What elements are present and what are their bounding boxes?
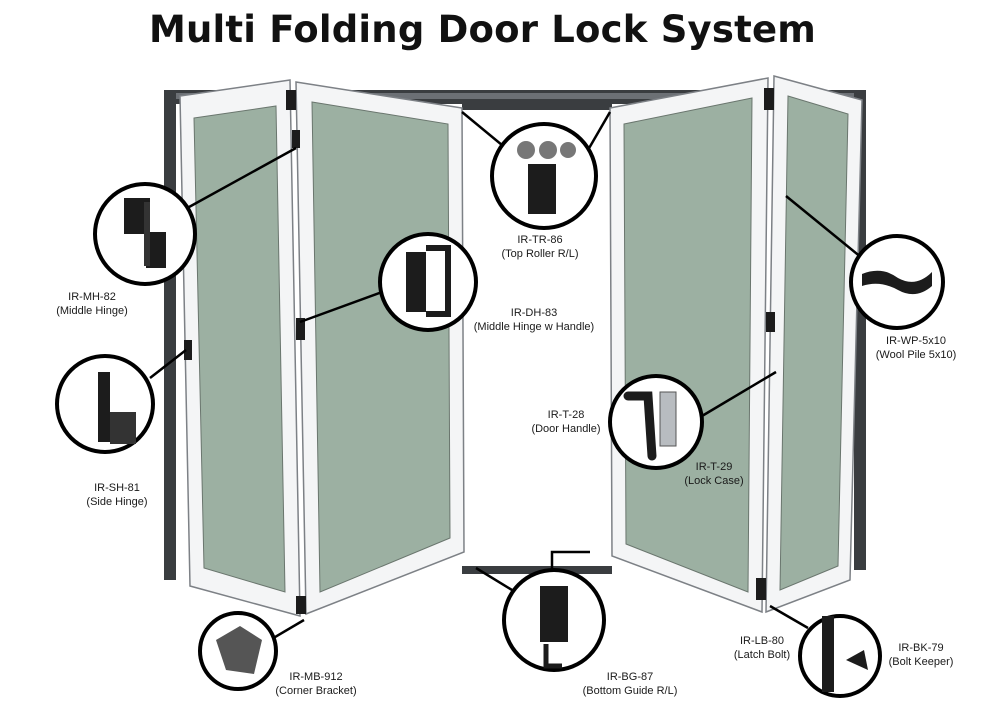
callout-corner-bracket <box>198 611 278 691</box>
label-side-hinge: IR-SH-81(Side Hinge) <box>86 482 148 508</box>
callout-leader-lines <box>149 111 863 642</box>
label-wool-pile: IR-WP-5x10(Wool Pile 5x10) <box>875 335 957 361</box>
label-bolt-keeper: IR-BK-79(Bolt Keeper) <box>888 642 954 668</box>
callout-door-handle-lock <box>608 374 704 470</box>
callout-latch-bolt-keeper <box>798 614 882 698</box>
label-door-handle: IR-T-28(Door Handle) <box>531 409 601 435</box>
callout-wool-pile <box>849 234 945 330</box>
diagram-title: Multi Folding Door Lock System <box>148 8 817 51</box>
door-hinges <box>184 88 775 614</box>
label-bottom-guide: IR-BG-87(Bottom Guide R/L) <box>582 671 678 697</box>
door-panel-4 <box>765 75 863 614</box>
callout-middle-hinge-handle <box>378 232 478 332</box>
label-top-roller: IR-TR-86(Top Roller R/L) <box>501 234 579 260</box>
callout-top-roller <box>490 122 598 230</box>
callout-middle-hinge <box>93 182 197 286</box>
door-panel-1 <box>179 79 301 617</box>
label-corner-bracket: IR-MB-912(Corner Bracket) <box>275 671 357 697</box>
door-panel-3 <box>609 77 769 614</box>
callout-bottom-guide <box>502 568 606 672</box>
callout-side-hinge <box>55 354 155 454</box>
label-middle-hinge-handle: IR-DH-83(Middle Hinge w Handle) <box>473 307 595 333</box>
label-middle-hinge: IR-MH-82(Middle Hinge) <box>56 291 128 317</box>
label-lock-case: IR-T-29(Lock Case) <box>684 461 744 487</box>
door-panel-2 <box>295 81 465 616</box>
label-latch-bolt: IR-LB-80(Latch Bolt) <box>733 635 791 661</box>
